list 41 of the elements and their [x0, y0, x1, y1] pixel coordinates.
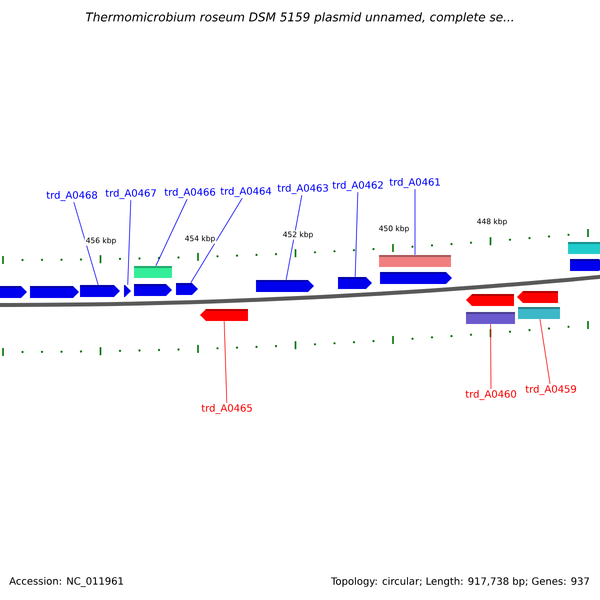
gene-label: trd_A0468 [46, 191, 98, 201]
leader-line [156, 198, 188, 266]
leader-line [490, 324, 492, 390]
gene-feature [200, 309, 248, 321]
accession-text: Accession: NC_011961 [9, 577, 123, 587]
gene-label: trd_A0467 [106, 189, 156, 199]
gene-feature [517, 291, 558, 303]
leader-line [414, 188, 416, 256]
gene-label: trd_A0464 [220, 187, 272, 197]
gene-feature [176, 283, 198, 295]
leader-line [286, 194, 302, 280]
leader-line [73, 202, 99, 286]
gene-feature [570, 259, 600, 271]
summary-text: Topology: circular; Length: 917,738 bp; Genes: 937 [331, 577, 589, 587]
gene-feature [380, 272, 452, 284]
gene-label: trd_A0465 [202, 404, 252, 414]
gene-feature [0, 286, 27, 298]
leader-line [224, 320, 228, 404]
gene-feature [338, 277, 372, 289]
gene-label: trd_A0459 [526, 385, 576, 395]
gene-label: trd_A0461 [390, 178, 440, 188]
gene-feature [124, 285, 131, 297]
gene-label: trd_A0466 [164, 188, 216, 198]
gene-feature [30, 286, 79, 298]
gene-feature [379, 255, 451, 267]
gene-feature [134, 266, 172, 278]
gene-label: trd_A0460 [466, 390, 516, 400]
leader-line [540, 318, 550, 384]
gene-feature [80, 285, 120, 297]
gene-feature [518, 307, 560, 319]
gene-label: trd_A0463 [278, 184, 328, 194]
title: Thermomicrobium roseum DSM 5159 plasmid unnamed, complete se... [86, 12, 513, 24]
gene-feature [466, 294, 514, 306]
gene-feature [568, 242, 600, 254]
gene-feature [134, 284, 172, 296]
gene-feature [466, 312, 515, 324]
gene-feature [256, 280, 314, 292]
leader-line [354, 192, 358, 278]
gene-label: trd_A0462 [332, 181, 383, 191]
leader-line [127, 200, 132, 286]
leader-line [190, 198, 243, 284]
